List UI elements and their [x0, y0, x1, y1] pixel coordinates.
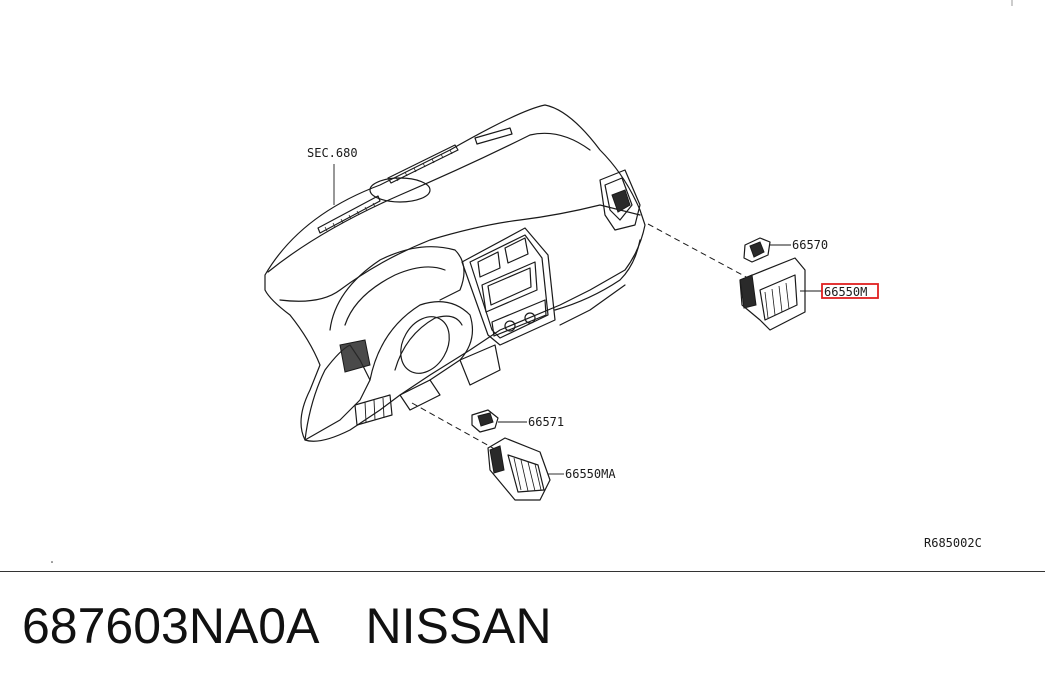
parts-diagram: SEC.680 66570 66550M 66571 66550MA R6850… [51, 0, 1013, 563]
label-66550m: 66550M [824, 285, 867, 299]
assembly-line-left [411, 402, 501, 453]
part-66550m-vent [739, 257, 822, 331]
brand-name: NISSAN [365, 598, 552, 654]
label-66550ma: 66550MA [565, 467, 616, 481]
part-number: 687603NA0A [22, 598, 320, 654]
label-66570: 66570 [792, 238, 828, 252]
part-66570-clip [743, 237, 791, 263]
stray-dot [51, 561, 53, 563]
label-66571: 66571 [528, 415, 564, 429]
label-sec-680: SEC.680 [307, 146, 358, 160]
assembly-line-right [647, 223, 749, 279]
footer-divider [0, 571, 1045, 572]
dashboard-assembly [264, 104, 646, 442]
part-66550ma-vent [487, 437, 564, 501]
label-ref-code: R685002C [924, 536, 982, 550]
part-66571-clip [471, 409, 527, 433]
highlight-box [821, 283, 879, 299]
footer: 687603NA0A NISSAN [22, 596, 552, 666]
